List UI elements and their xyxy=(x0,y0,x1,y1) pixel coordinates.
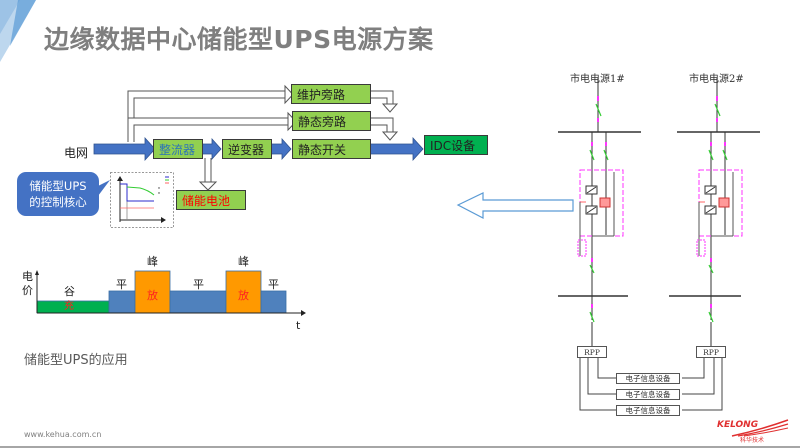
period-label-flat-3: 平 xyxy=(268,278,279,291)
rectifier-to-inverter-arrow xyxy=(199,137,222,161)
static-output-arrowhead xyxy=(381,131,399,141)
battery-arrowhead xyxy=(198,181,218,191)
logo-swoosh-icon xyxy=(731,419,789,437)
period-label-flat-1: 平 xyxy=(116,278,127,291)
mini-chart-blue-series xyxy=(120,183,154,202)
static-switch-label: 静态开关 xyxy=(298,142,347,157)
load-equipment-3: 电子信息设备 xyxy=(616,405,680,416)
action-label-charge: 充 xyxy=(64,301,74,312)
load-equipment-1: 电子信息设备 xyxy=(616,373,680,384)
left-arrow-icon xyxy=(456,192,574,219)
maintenance-bypass-label: 维护旁路 xyxy=(297,87,346,102)
rpp-1-box: RPP xyxy=(577,346,607,358)
single-line-diagram xyxy=(558,78,760,411)
inverter-box: 逆变器 xyxy=(222,139,272,159)
control-core-callout: 储能型UPS 的控制核心 xyxy=(17,172,99,216)
callout-pointer xyxy=(98,180,110,196)
maintenance-output-arrowhead xyxy=(381,103,399,113)
load-idc-label: IDC设备 xyxy=(430,138,476,153)
callout-line-2: 的控制核心 xyxy=(29,195,87,209)
static-bypass-label: 静态旁路 xyxy=(298,114,347,129)
source-1-label: 市电电源1# xyxy=(570,74,625,85)
block-diagram-connectors xyxy=(93,84,424,196)
static-bypass-path xyxy=(127,117,288,142)
source-2-label: 市电电源2# xyxy=(689,74,744,85)
period-label-peak-1: 峰 xyxy=(147,255,158,268)
rpp-2-box: RPP xyxy=(696,346,726,358)
page-title: 边缘数据中心储能型UPS电源方案 xyxy=(44,25,434,54)
switch-to-load-arrow xyxy=(369,136,424,162)
mini-chart-green-series xyxy=(126,186,155,196)
feeder-lines xyxy=(579,358,723,411)
tariff-x-label: t xyxy=(296,319,301,332)
inverter-to-switch-arrow xyxy=(269,137,292,161)
power-chain-1 xyxy=(558,78,641,346)
action-label-discharge-2: 放 xyxy=(238,289,249,302)
action-label-discharge-1: 放 xyxy=(147,289,158,302)
maintenance-bypass-path xyxy=(127,90,285,118)
tariff-y-label-2: 价 xyxy=(22,284,33,297)
tariff-chart xyxy=(35,270,306,316)
tariff-y-label-1: 电 xyxy=(22,270,33,283)
rectifier-box: 整流器 xyxy=(153,139,203,159)
static-switch-box: 静态开关 xyxy=(292,139,371,159)
brand-logo: KELONG xyxy=(717,420,759,430)
inverter-label: 逆变器 xyxy=(228,142,265,157)
maintenance-bypass-box: 维护旁路 xyxy=(291,84,371,104)
brand-logo-subtitle: 科华技术 xyxy=(740,437,765,444)
battery-label: 储能电池 xyxy=(182,193,231,208)
control-mini-chart xyxy=(110,172,174,228)
static-bypass-box: 静态旁路 xyxy=(292,111,371,131)
segment-flat-3 xyxy=(260,290,287,314)
period-label-flat-2: 平 xyxy=(193,278,204,291)
grid-input-arrow xyxy=(93,136,156,162)
load-idc-box: IDC设备 xyxy=(424,135,488,155)
rectifier-label: 整流器 xyxy=(159,142,196,157)
footer-url: www.kehua.com.cn xyxy=(24,430,102,439)
callout-line-1: 储能型UPS xyxy=(29,179,87,193)
load-equipment-2: 电子信息设备 xyxy=(616,389,680,400)
period-label-valley: 谷 xyxy=(64,285,75,298)
footer-divider xyxy=(0,446,800,448)
power-chain-2 xyxy=(669,78,760,346)
corner-decoration xyxy=(0,0,36,62)
grid-input-label: 电网 xyxy=(64,146,89,160)
segment-flat-1 xyxy=(108,290,136,314)
application-label: 储能型UPS的应用 xyxy=(24,353,128,368)
period-label-peak-2: 峰 xyxy=(238,255,249,268)
battery-box: 储能电池 xyxy=(176,190,246,210)
segment-flat-2 xyxy=(169,290,227,314)
maintenance-bypass-arrowhead xyxy=(284,84,294,105)
